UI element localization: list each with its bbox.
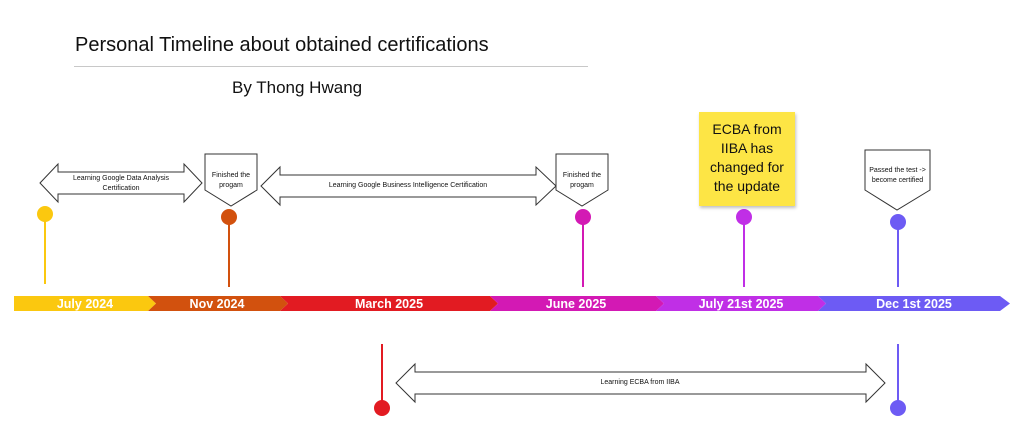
- callout-passed: [864, 149, 931, 211]
- segment-label-july-2024: July 2024: [56, 297, 114, 311]
- segment-label-july-21st-2025: July 21st 2025: [698, 297, 784, 311]
- pin-purple: [736, 209, 752, 287]
- segment-june-2025: [490, 296, 664, 311]
- callout-passed-label: Passed the test -> become certified: [869, 167, 926, 184]
- pin-red-bottom: [374, 344, 390, 416]
- arrow-ecba-label: Learning ECBA from IIBA: [600, 379, 680, 386]
- pin-yellow: [37, 206, 53, 284]
- segment-dec-1st-2025: [818, 296, 1010, 311]
- arrow-google-bi-label: Learning Google Business Intelligence Ce…: [328, 182, 488, 189]
- segment-label-march-2025: March 2025: [354, 297, 424, 311]
- pin-blue-top: [890, 214, 906, 287]
- callout-finished-1: [204, 153, 258, 207]
- segment-label-nov-2024: Nov 2024: [189, 297, 245, 311]
- timeline-band: [14, 296, 1010, 311]
- callout-finished-2-label: Finished the progam: [562, 172, 602, 189]
- arrow-google-data-analysis: [39, 162, 203, 204]
- segment-nov-2024: [148, 296, 288, 311]
- callout-finished-2: [555, 153, 609, 207]
- segment-label-dec-1st-2025: Dec 1st 2025: [876, 297, 952, 311]
- pin-magenta: [575, 209, 591, 287]
- segment-july-21st-2025: [656, 296, 826, 311]
- arrow-ecba: [395, 362, 886, 404]
- arrow-google-data-label: Learning Google Data Analysis Certificat…: [72, 175, 170, 192]
- segment-july-2024: [14, 296, 156, 311]
- pin-orange: [221, 209, 237, 287]
- page-subtitle: By Thong Hwang: [232, 78, 363, 97]
- segment-march-2025: [280, 296, 498, 311]
- sticky-note: ECBA from IIBA has changed for the updat…: [699, 112, 795, 206]
- segment-label-june-2025: June 2025: [545, 297, 607, 311]
- pin-blue-bottom: [890, 344, 906, 416]
- page-title: Personal Timeline about obtained certifi…: [75, 34, 489, 56]
- title-divider: [74, 66, 588, 67]
- callout-finished-1-label: Finished the progam: [211, 172, 251, 189]
